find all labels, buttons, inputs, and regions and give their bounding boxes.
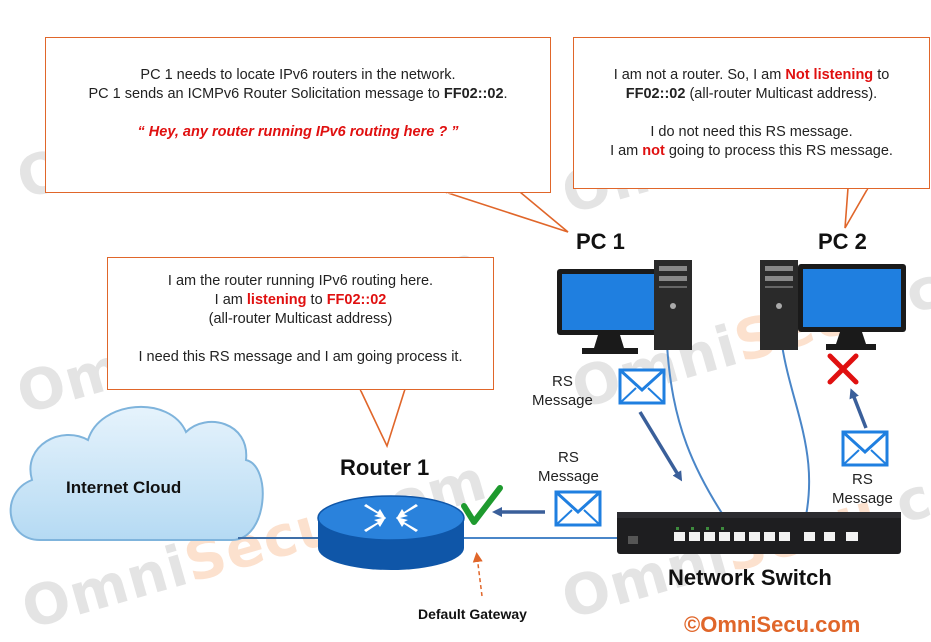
cloud-icon [9, 405, 264, 541]
pc2-label: PC 2 [818, 229, 867, 254]
router-icon [317, 495, 465, 570]
arrow-pc1-to-switch [638, 411, 683, 482]
copyright: ©OmniSecu.com [684, 612, 861, 637]
bubble-router-line3: (all-router Multicast address) [208, 311, 393, 327]
bubble-router-tail [358, 387, 407, 449]
bubble-router: I am the router running IPv6 routing her… [107, 257, 494, 390]
bubble-pc2-tail [844, 186, 870, 229]
bubble-pc2-line3: I do not need this RS message. [650, 124, 853, 140]
envelope-icon [554, 490, 602, 527]
bubble-pc2-line4: I am not going to process this RS messag… [610, 143, 893, 159]
switch-label: Network Switch [668, 565, 832, 590]
bubble-pc2-line2: FF02::02 (all-router Multicast address). [625, 86, 878, 102]
bubble-router-line1: I am the router running IPv6 routing her… [167, 273, 434, 289]
pc1-icon [557, 260, 692, 354]
bubble-router-line4: I need this RS message and I am going pr… [138, 349, 463, 365]
cloud-label: Internet Cloud [66, 478, 182, 497]
envelope-icon [618, 368, 666, 405]
arrow-switch-to-pc2 [849, 388, 868, 429]
pc1-switch-cable [666, 344, 741, 541]
bubble-pc1: PC 1 needs to locate IPv6 routers in the… [45, 37, 551, 193]
arrow-default-gateway [472, 552, 483, 597]
cross-icon [827, 353, 859, 385]
bubble-pc2: I am not a router. So, I am Not listenin… [573, 37, 930, 189]
pc2-switch-cable [781, 344, 811, 541]
envelope-icon [841, 430, 889, 467]
check-icon [461, 485, 503, 525]
router-label: Router 1 [340, 455, 430, 480]
pc1-label: PC 1 [576, 229, 625, 254]
default-gateway-label: Default Gateway [418, 606, 527, 622]
bubble-router-line2: I am listening to FF02::02 [214, 292, 387, 308]
bubble-pc2-line1: I am not a router. So, I am Not listenin… [613, 67, 890, 83]
switch-icon [617, 512, 901, 554]
pc2-icon [760, 260, 906, 350]
bubble-pc1-quote: “ Hey, any router running IPv6 routing h… [137, 124, 459, 140]
bubble-pc1-line1: PC 1 needs to locate IPv6 routers in the… [140, 67, 456, 83]
bubble-pc1-tail [444, 190, 569, 233]
bubble-pc1-line2: PC 1 sends an ICMPv6 Router Solicitation… [88, 86, 508, 102]
